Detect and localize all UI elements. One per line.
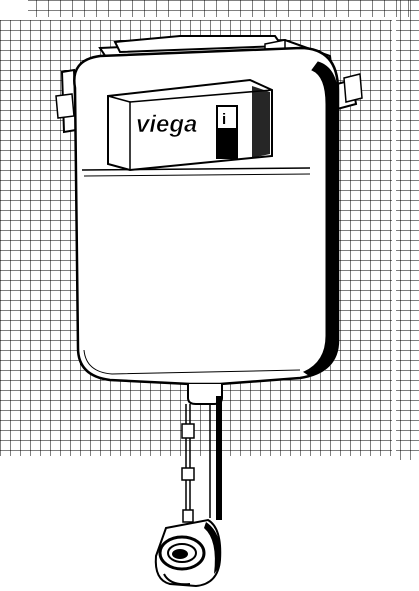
- viega-logo: viega: [136, 111, 197, 138]
- right-grid-strip: [396, 0, 419, 460]
- connecting-rod: [181, 404, 195, 523]
- logo-box: viega i: [107, 78, 273, 172]
- rod-nut-lower: [181, 467, 195, 481]
- rod-nut-upper: [181, 423, 195, 439]
- elbow-fitting: [154, 518, 222, 588]
- top-grid-strip: [28, 0, 419, 17]
- flush-pipe: [187, 384, 223, 520]
- info-icon: i: [222, 111, 226, 128]
